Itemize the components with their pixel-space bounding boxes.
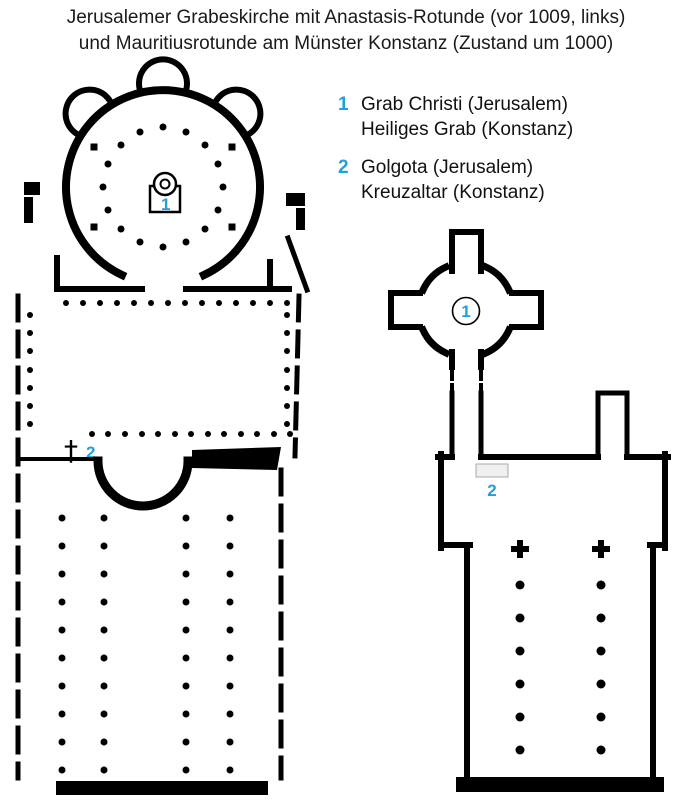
rotunda-east-arm bbox=[509, 290, 544, 330]
marker-1-konstanz: 1 bbox=[461, 302, 470, 321]
basilica-column-row-inner-east bbox=[182, 514, 190, 774]
nave-column-row-east bbox=[596, 580, 606, 755]
legend-item-1: 1 Grab Christi (Jerusalem) Heiliges Grab… bbox=[338, 92, 573, 142]
legend-2-lines: Golgota (Jerusalem) Kreuzaltar (Konstanz… bbox=[361, 155, 545, 205]
anastasis-rotunda-wall bbox=[62, 86, 264, 281]
east-courtyard-wall-dashed bbox=[292, 293, 302, 459]
rotunda-stem-dashed bbox=[450, 369, 483, 395]
tomb-aedicule bbox=[148, 171, 182, 214]
legend-1-jerusalem: Grab Christi (Jerusalem) bbox=[361, 94, 568, 115]
rotunda-square-piers bbox=[90, 143, 236, 231]
nave-column-row-west bbox=[515, 580, 525, 755]
legend-item-2: 2 Golgota (Jerusalem) Kreuzaltar (Konsta… bbox=[338, 155, 573, 205]
basilica-column-row-inner-west bbox=[100, 514, 108, 774]
basilica-east-wall-mass bbox=[192, 447, 281, 470]
title-line-2: und Mauritiusrotunde am Münster Konstanz… bbox=[78, 33, 614, 54]
rotunda-north-arm bbox=[449, 229, 484, 274]
legend-2-jerusalem: Golgota (Jerusalem) bbox=[361, 157, 534, 178]
rotunda-column-ring bbox=[99, 123, 227, 251]
legend-number-2: 2 bbox=[338, 157, 349, 178]
legend-number-1: 1 bbox=[338, 94, 349, 115]
courtyard-north-colonnade bbox=[63, 300, 290, 306]
courtyard-east-colonnade bbox=[284, 312, 290, 427]
rotunda-apse-northeast bbox=[210, 86, 264, 140]
cross-altar bbox=[475, 463, 509, 478]
konstanz-facade-wall bbox=[456, 777, 664, 792]
east-chapel-walls bbox=[595, 390, 630, 458]
rotunda-apse-northwest bbox=[62, 86, 116, 140]
rotunda-court-stub-walls bbox=[54, 255, 273, 292]
basilica-column-row-outer-west bbox=[58, 514, 66, 774]
konstanz-plan: 1 2 bbox=[388, 229, 671, 792]
rotunda-east-annex bbox=[286, 193, 305, 230]
marker-2-jerusalem: 2 bbox=[86, 443, 95, 462]
legend-1-konstanz: Heiliges Grab (Konstanz) bbox=[361, 119, 574, 140]
golgotha-cross: † bbox=[64, 434, 78, 467]
choir-corridor-walls bbox=[449, 390, 484, 458]
courtyard-west-colonnade bbox=[27, 312, 33, 427]
nave-side-walls bbox=[464, 542, 656, 782]
crossing-piers bbox=[511, 540, 610, 558]
basilica-apse bbox=[93, 456, 193, 511]
marker-1-jerusalem: 1 bbox=[161, 195, 170, 214]
holy-grave-circle bbox=[451, 296, 481, 326]
basilica-facade-wall bbox=[56, 781, 268, 795]
jerusalem-plan: 1 bbox=[15, 56, 311, 795]
rotunda-apse-top bbox=[136, 56, 190, 97]
northeast-slant-wall bbox=[284, 234, 311, 294]
marker-2-konstanz: 2 bbox=[487, 481, 496, 500]
legend: 1 Grab Christi (Jerusalem) Heiliges Grab… bbox=[338, 92, 573, 218]
title-line-1: Jerusalemer Grabeskirche mit Anastasis-R… bbox=[66, 7, 626, 28]
diagram-title: Jerusalemer Grabeskirche mit Anastasis-R… bbox=[0, 5, 692, 57]
courtyard-south-colonnade bbox=[89, 431, 293, 437]
mauritius-rotunda bbox=[388, 229, 544, 358]
transept-walls bbox=[435, 451, 671, 551]
rotunda-stem-walls bbox=[449, 349, 484, 370]
basilica-column-row-outer-east bbox=[226, 514, 234, 774]
rotunda-west-annex bbox=[24, 182, 40, 223]
legend-2-konstanz: Kreuzaltar (Konstanz) bbox=[361, 182, 545, 203]
rotunda-west-arm bbox=[388, 290, 423, 330]
legend-1-lines: Grab Christi (Jerusalem) Heiliges Grab (… bbox=[361, 92, 573, 142]
